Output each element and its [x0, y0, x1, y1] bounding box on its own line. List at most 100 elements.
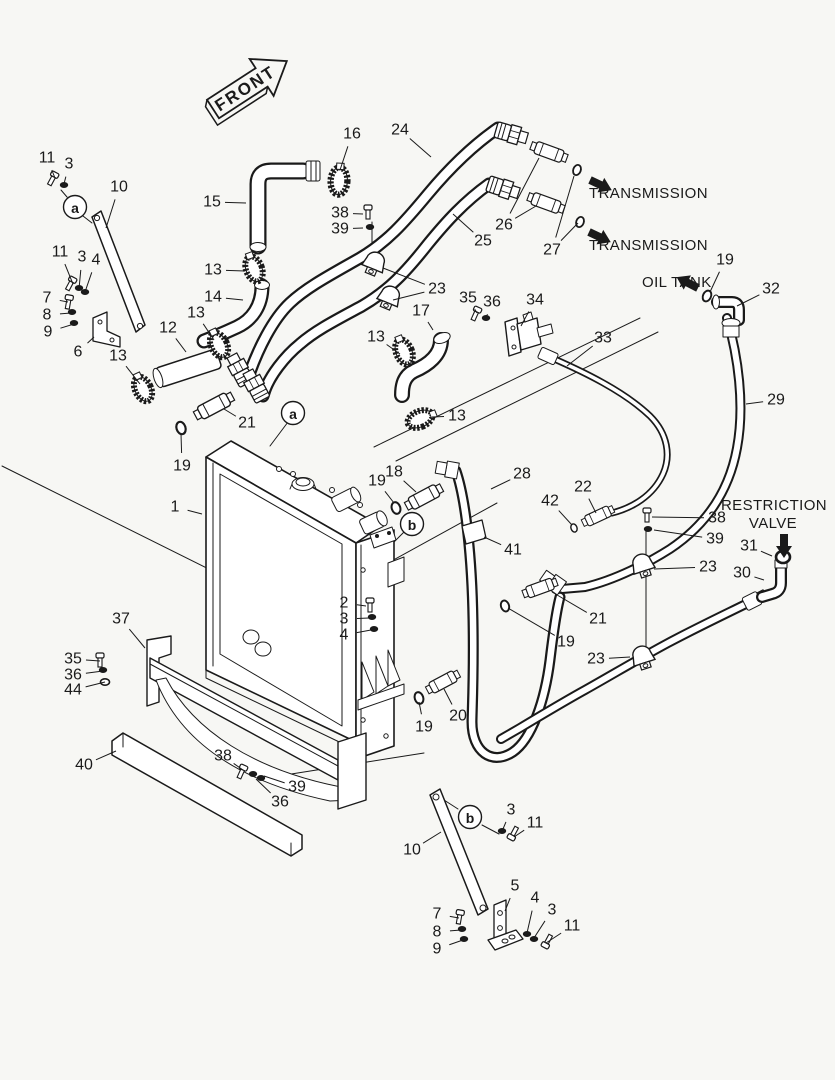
leader-line: [745, 401, 764, 405]
leader-line: [225, 269, 246, 272]
leader-line: [443, 688, 453, 705]
callout-32: 32: [762, 281, 780, 298]
callout-2: 2: [340, 595, 349, 612]
leader-line: [64, 263, 74, 285]
callout-8: 8: [433, 924, 442, 941]
leader-line: [233, 763, 244, 771]
leader-line: [60, 323, 75, 329]
callout-26: 26: [495, 217, 513, 234]
leader-line: [356, 629, 372, 634]
fittings: [191, 138, 788, 697]
leader-line: [255, 778, 271, 794]
leader-line: [449, 915, 460, 919]
callout-9: 9: [44, 324, 53, 341]
leader-line: [125, 365, 141, 385]
leader-line: [418, 701, 422, 715]
callout-11: 11: [52, 244, 69, 261]
callout-35: 35: [459, 290, 477, 307]
callout-31: 31: [740, 538, 758, 555]
leader-line: [392, 291, 425, 301]
leader-line: [551, 591, 588, 613]
callout-6: 6: [74, 344, 83, 361]
callout-21: 21: [238, 415, 256, 432]
leader-line: [526, 910, 533, 934]
leader-line: [449, 929, 462, 932]
callout-7: 7: [433, 906, 442, 923]
callout-38: 38: [214, 748, 232, 765]
callout-39: 39: [331, 221, 349, 238]
leader-line: [653, 529, 703, 538]
annotation-restriction: RESTRICTION: [721, 497, 827, 514]
leader-line: [736, 294, 760, 307]
leader-line: [509, 157, 540, 214]
leader-line: [608, 656, 631, 659]
ref-letter-a: a: [280, 400, 306, 426]
leader-line: [545, 932, 562, 944]
callout-40: 40: [75, 757, 93, 774]
direction-arrows: [587, 176, 792, 558]
callout-16: 16: [343, 126, 361, 143]
restriction-valve-arrow: [776, 534, 792, 558]
leader-line: [474, 308, 478, 314]
callout-19: 19: [368, 473, 386, 490]
callout-27: 27: [543, 242, 561, 259]
leader-line: [51, 169, 56, 179]
leader-lines: [51, 138, 773, 946]
callout-11: 11: [527, 815, 544, 832]
annotation-oil-tank: OIL TANK: [642, 274, 712, 291]
callout-28: 28: [513, 466, 531, 483]
leader-line: [483, 536, 502, 546]
annotation-transmission: TRANSMISSION: [589, 185, 708, 202]
leader-line: [422, 831, 442, 844]
callout-17: 17: [412, 303, 430, 320]
leader-line: [223, 408, 237, 417]
leader-line: [449, 939, 464, 946]
callout-22: 22: [574, 479, 592, 496]
leader-line: [490, 479, 511, 490]
leader-line: [180, 433, 183, 454]
callout-39: 39: [706, 531, 724, 548]
callout-44: 44: [64, 682, 82, 699]
callout-42: 42: [541, 493, 559, 510]
leader-line: [85, 681, 106, 688]
transmission-arrow-1: [588, 176, 612, 193]
callout-19: 19: [716, 252, 734, 269]
leader-line: [485, 313, 488, 319]
leader-line: [225, 297, 244, 301]
callout-23: 23: [428, 281, 446, 298]
callout-20: 20: [449, 708, 467, 725]
callout-4: 4: [531, 890, 540, 907]
leader-line: [382, 267, 426, 285]
callout-3: 3: [340, 611, 349, 628]
leader-line: [760, 550, 773, 557]
callout-5: 5: [511, 878, 520, 895]
callout-35: 35: [64, 651, 82, 668]
callout-4: 4: [92, 252, 101, 269]
ref-letter-a: a: [62, 194, 88, 220]
leader-line: [409, 138, 432, 158]
callout-29: 29: [767, 392, 785, 409]
callout-41: 41: [504, 542, 522, 559]
leader-line: [202, 323, 215, 341]
callout-15: 15: [203, 194, 221, 211]
leader-line: [78, 269, 82, 290]
callout-1: 1: [171, 499, 180, 516]
callout-11: 11: [39, 150, 56, 167]
annotation-transmission: TRANSMISSION: [589, 237, 708, 254]
callout-25: 25: [474, 233, 492, 250]
transmission-arrow-2: [587, 228, 611, 245]
callout-18: 18: [385, 464, 403, 481]
leader-line: [452, 213, 474, 233]
leader-line: [59, 299, 69, 303]
callout-23: 23: [699, 559, 717, 576]
leader-line: [95, 750, 117, 761]
leader-line: [651, 516, 705, 519]
callout-36: 36: [271, 794, 289, 811]
leader-line: [754, 576, 765, 581]
callout-14: 14: [204, 289, 222, 306]
oil-tank-arrow: [676, 275, 700, 292]
